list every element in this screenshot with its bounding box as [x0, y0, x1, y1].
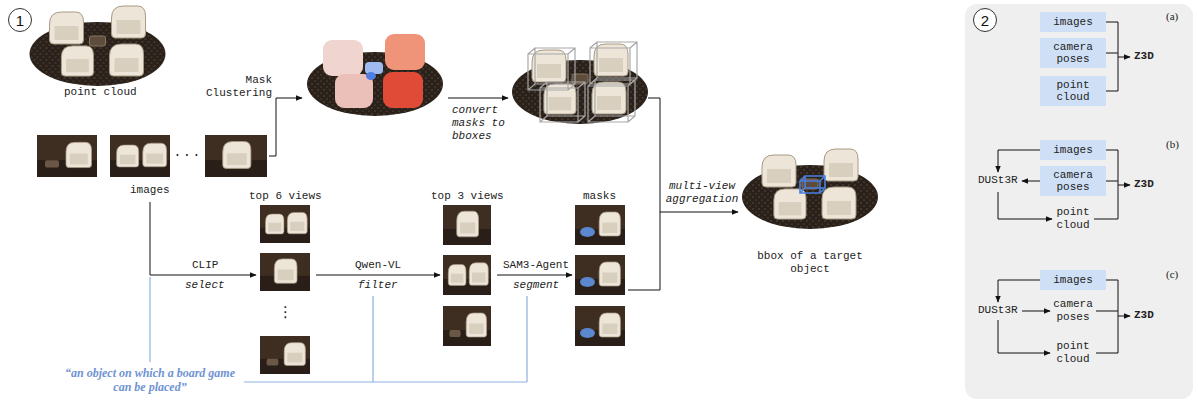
box-text: images — [1053, 144, 1093, 156]
input-box: images — [1040, 12, 1106, 32]
flow-arrow — [150, 202, 256, 275]
method-name: Z3D — [1134, 50, 1154, 63]
derived-input: point cloud — [1040, 340, 1106, 366]
caption: top 6 views — [249, 190, 322, 203]
ellipsis: · · · — [175, 148, 199, 164]
box-text: camera poses — [1043, 41, 1103, 65]
sub-label: (c) — [1166, 268, 1178, 281]
input-box: images — [1040, 140, 1106, 160]
input-box: point cloud — [1040, 76, 1106, 106]
step-name: Qwen-VL — [355, 259, 401, 272]
flow-arrow — [1118, 185, 1130, 186]
merge-bracket — [1096, 280, 1118, 353]
box-text: images — [1053, 274, 1093, 286]
flow-arrow — [276, 98, 302, 99]
step-name: SAM3-Agent — [503, 259, 569, 272]
flow-arrow — [998, 320, 1050, 353]
view-thumbnail — [260, 205, 310, 243]
input-box: camera poses — [1040, 166, 1106, 196]
flow-line — [628, 98, 660, 290]
box-text: camera poses — [1043, 169, 1103, 193]
mask-cluster-picture — [307, 34, 443, 116]
flow-arrow — [448, 98, 508, 99]
target-bbox-picture — [742, 149, 878, 229]
box-text: point cloud — [1043, 79, 1103, 103]
view-thumbnail — [443, 306, 491, 346]
step-name: Mask Clustering — [200, 74, 272, 100]
query-line — [244, 296, 527, 382]
step-verb: segment — [513, 279, 559, 292]
mask-thumbnail — [575, 306, 625, 346]
merge-bracket — [1106, 22, 1118, 91]
flow-arrow — [998, 192, 1052, 219]
flow-arrow — [998, 280, 1040, 302]
flow-arrow — [1022, 311, 1050, 312]
caption: masks — [583, 190, 616, 203]
box-text: 1 — [16, 12, 24, 29]
flow-arrow — [660, 212, 738, 213]
step-name: CLIP — [192, 259, 218, 272]
method-name: Z3D — [1134, 178, 1154, 191]
step-verb: convert masks to bboxes — [452, 104, 514, 143]
derived-input: point cloud — [1040, 206, 1106, 232]
step-verb: filter — [358, 279, 398, 292]
caption: images — [130, 184, 170, 197]
query-line — [149, 277, 150, 362]
ellipsis: ⋮ — [278, 304, 293, 320]
view-thumbnail — [260, 253, 310, 291]
callout-circle: 2 — [973, 8, 997, 32]
flow-arrow — [1118, 57, 1130, 58]
mask-thumbnail — [575, 255, 625, 295]
method-name: Z3D — [1134, 309, 1154, 322]
image-thumbnail — [110, 135, 170, 177]
flow-line — [269, 98, 276, 156]
caption: top 3 views — [431, 190, 504, 203]
caption: point cloud — [64, 86, 137, 99]
bbox-cloud-picture — [512, 42, 648, 124]
flow-arrow — [316, 275, 440, 276]
flow-arrow — [998, 150, 1040, 172]
query-text: “an object on which a board game can be … — [60, 366, 240, 394]
view-thumbnail — [260, 336, 310, 374]
callout-circle: 1 — [8, 8, 32, 32]
box-text: 2 — [981, 12, 989, 29]
image-thumbnail — [37, 135, 97, 177]
panel-ground — [965, 4, 1193, 399]
method-name: DUSt3R — [978, 174, 1018, 187]
flow-arrow — [1022, 181, 1040, 182]
point-cloud-picture — [30, 6, 166, 86]
image-thumbnail — [205, 135, 267, 177]
view-thumbnail — [443, 255, 491, 295]
method-name: DUSt3R — [978, 304, 1018, 317]
box-text: images — [1053, 16, 1093, 28]
derived-input: camera poses — [1040, 298, 1106, 324]
step-verb: select — [185, 279, 225, 292]
input-box: images — [1040, 270, 1106, 290]
mask-thumbnail — [575, 205, 625, 245]
sub-label: (b) — [1166, 138, 1179, 151]
sub-label: (a) — [1166, 10, 1178, 23]
flow-arrow — [497, 275, 572, 276]
input-box: camera poses — [1040, 38, 1106, 68]
step-verb: multi-view aggregation — [664, 180, 740, 206]
caption: bbox of a target object — [754, 250, 866, 276]
flow-arrow — [1118, 316, 1130, 317]
view-thumbnail — [443, 205, 491, 245]
